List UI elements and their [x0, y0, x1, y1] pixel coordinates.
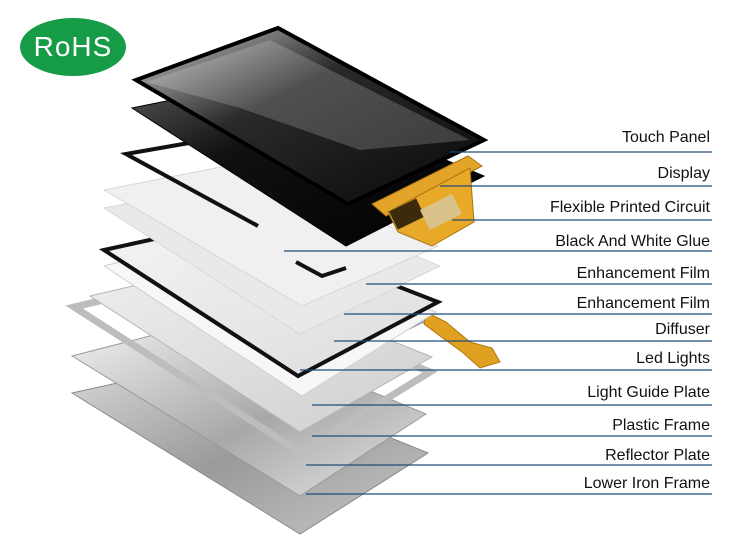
led-fpc-tail [423, 311, 501, 369]
label-light-guide-plate: Light Guide Plate [587, 384, 710, 401]
label-display: Display [657, 165, 710, 182]
rohs-badge: RoHS [20, 18, 126, 76]
label-flexible-printed-circuit: Flexible Printed Circuit [549, 199, 710, 216]
label-led-lights: Led Lights [636, 350, 710, 367]
label-diffuser: Diffuser [655, 321, 710, 338]
label-touch-panel: Touch Panel [621, 129, 710, 146]
leader-lines [284, 151, 712, 495]
label-reflector-plate: Reflector Plate [605, 447, 710, 464]
label-enhancement-film-1: Enhancement Film [576, 265, 710, 282]
label-lower-iron-frame: Lower Iron Frame [583, 475, 710, 492]
label-enhancement-film-2: Enhancement Film [576, 295, 710, 312]
black-glue-frame-corner [295, 260, 347, 279]
touch-panel-highlight [146, 40, 470, 150]
touch-panel-glass [131, 25, 489, 207]
flexible-printed-circuit [371, 155, 483, 247]
label-black-and-white-glue: Black And White Glue [555, 233, 710, 250]
label-plastic-frame: Plastic Frame [612, 417, 710, 434]
black-and-white-glue [102, 163, 440, 307]
